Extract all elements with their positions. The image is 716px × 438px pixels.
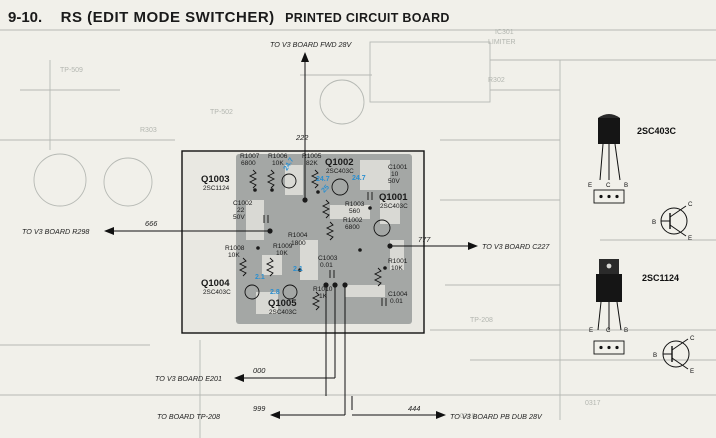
- legend-2sc1124-pin-e: E: [589, 327, 593, 334]
- q1004-label: Q1004: [201, 278, 230, 289]
- q1001-label: Q1001: [379, 192, 408, 203]
- r1002-value: 6800: [345, 224, 360, 231]
- q1005-type: 2SC403C: [269, 309, 297, 316]
- legend-2sc1124-sym-e: E: [690, 368, 694, 375]
- legend-2sc403c-pin-b: B: [624, 182, 628, 189]
- bottom-net-3-number: 444: [408, 404, 420, 413]
- r1004-ref: R1004: [288, 232, 308, 239]
- legend-2sc1124-name: 2SC1124: [642, 273, 679, 283]
- r1003-value: 560: [349, 208, 360, 215]
- r1010-value: 1K: [319, 293, 328, 300]
- ghost-label-r302: R302: [488, 77, 505, 84]
- q1003-label: Q1003: [201, 174, 230, 185]
- c1002-ref: C1002: [233, 200, 253, 207]
- external-wiring: [104, 52, 478, 419]
- voltage-reading-q1005: 2.8: [270, 289, 280, 296]
- r1004-value: 1800: [291, 240, 306, 247]
- c1001-value: 10: [391, 171, 399, 178]
- r1008-value: 10K: [228, 252, 240, 259]
- page-title: 9-10. RS (EDIT MODE SWITCHER) PRINTED CI…: [8, 9, 450, 27]
- r1008-ref: R1008: [225, 245, 245, 252]
- r1007-value: 6800: [241, 160, 256, 167]
- component-symbols: [238, 169, 391, 311]
- legend-2sc403c-pin-c: C: [606, 182, 611, 189]
- legend-2sc1124-sym-c: C: [690, 335, 695, 342]
- r1003-ref: R1003: [345, 201, 365, 208]
- legend-2sc403c-pin-e: E: [588, 182, 592, 189]
- r1002-ref: R1002: [343, 217, 363, 224]
- voltage-reading-q1001: 24.7: [352, 175, 366, 182]
- c1002-value: 22: [237, 207, 245, 214]
- r1007-ref: R1007: [240, 153, 260, 160]
- voltage-reading-q1002-right: 24.7: [316, 176, 330, 183]
- r1006-value: 10K: [272, 160, 284, 167]
- ghost-label-0317: 0317: [585, 400, 601, 407]
- c1001-ref: C1001: [388, 164, 408, 171]
- r1005-value: 82K: [306, 160, 318, 167]
- r1006-ref: R1006: [268, 153, 288, 160]
- r1009-value: 10K: [276, 250, 288, 257]
- voltage-reading-q1004: 2.1: [255, 274, 265, 281]
- c1004-value: 0.01: [390, 298, 403, 305]
- c1001-rating: 50V: [388, 178, 400, 185]
- ghost-label-limiter: LIMITER: [488, 39, 516, 46]
- left-connection-label: TO V3 BOARD R298: [22, 227, 89, 236]
- legend-2sc403c-name: 2SC403C: [637, 126, 677, 136]
- bottom-net-1-number: 000: [253, 366, 266, 375]
- q1001-type: 2SC403C: [380, 203, 408, 210]
- section-number: 9-10.: [8, 9, 43, 26]
- r1005-ref: R1005: [302, 153, 322, 160]
- legend-2sc1124: 2SC1124 E C B B C E: [589, 259, 695, 375]
- right-connection-label: TO V3 BOARD C227: [482, 242, 550, 251]
- pcb-traces-light: [246, 160, 404, 314]
- ghost-label-tp208: TP-208: [470, 317, 493, 324]
- ghost-label-0318: 0318: [460, 413, 476, 420]
- c1002-rating: 50V: [233, 214, 245, 221]
- diagram-title: RS (EDIT MODE SWITCHER): [60, 9, 275, 26]
- pcb-pads: [253, 188, 393, 288]
- top-net-number: 222: [295, 133, 308, 142]
- c1003-value: 0.01: [320, 262, 333, 269]
- q1002-label: Q1002: [325, 157, 354, 168]
- q1005-label: Q1005: [268, 298, 297, 309]
- ghost-label-r303: R303: [140, 127, 157, 134]
- c1003-ref: C1003: [318, 255, 338, 262]
- r1001-ref: R1001: [388, 258, 408, 265]
- ghost-label-ic301: IC301: [495, 29, 514, 36]
- r1001-value: 10K: [391, 265, 403, 272]
- q1003-type: 2SC1124: [203, 185, 230, 192]
- top-connection-label: TO V3 BOARD FWD 28V: [270, 40, 353, 49]
- diagram-subtitle: PRINTED CIRCUIT BOARD: [285, 11, 450, 25]
- r1010-ref: R1010: [313, 286, 333, 293]
- legend-2sc1124-pin-c: C: [606, 327, 611, 334]
- legend-2sc403c: 2SC403C E C B B C E: [588, 114, 693, 242]
- right-net-number: 777: [418, 235, 431, 244]
- c1004-ref: C1004: [388, 291, 408, 298]
- ghost-label-tp509: TP-509: [60, 67, 83, 74]
- legend-2sc403c-sym-e: E: [688, 235, 692, 242]
- bottom-connection-3-label: TO V3 BOARD PB DUB 28V: [450, 412, 543, 421]
- voltage-reading-r1003: 25: [320, 184, 331, 195]
- q1002-type: 2SC403C: [326, 168, 354, 175]
- voltage-reading-r1009: 2.1: [293, 266, 303, 273]
- bottom-net-2-number: 999: [253, 404, 265, 413]
- legend-2sc1124-sym-b: B: [653, 352, 657, 359]
- bottom-connection-1-label: TO V3 BOARD E201: [155, 374, 222, 383]
- legend-2sc1124-pin-b: B: [624, 327, 628, 334]
- bottom-connection-2-label: TO BOARD TP-208: [157, 412, 220, 421]
- r1009-ref: R1009: [273, 243, 293, 250]
- legend-2sc403c-sym-c: C: [688, 201, 693, 208]
- ghost-label-tp502: TP-502: [210, 109, 233, 116]
- legend-2sc403c-sym-b: B: [652, 219, 656, 226]
- q1004-type: 2SC403C: [203, 289, 231, 296]
- left-net-number: 666: [145, 219, 158, 228]
